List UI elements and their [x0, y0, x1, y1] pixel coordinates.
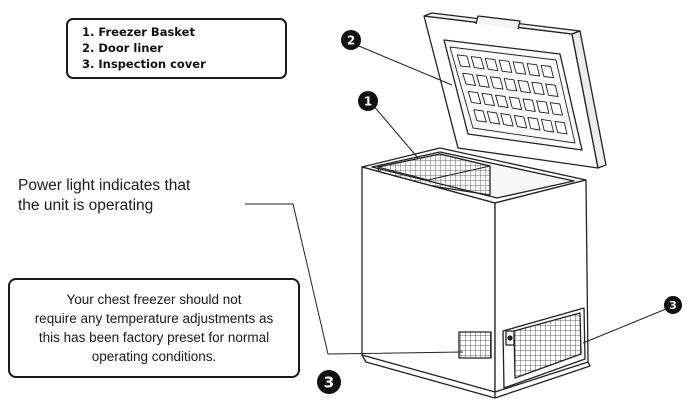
leader-line-2 [353, 43, 453, 86]
door-liner-cell [554, 120, 568, 135]
callout-circle-2: 2 [341, 30, 361, 50]
door-liner-cell [549, 102, 563, 116]
temperature-note-line-1: Your chest freezer should not [66, 292, 242, 307]
door-liner-cell [513, 115, 528, 129]
freezer-lid [423, 12, 607, 169]
leader-line-power [245, 203, 464, 355]
door-liner-cell [545, 83, 559, 97]
inspection-cover [502, 307, 586, 389]
callout-number-1: 1 [364, 95, 372, 109]
door-liner-cell [531, 81, 545, 96]
door-liner-cell [467, 90, 482, 105]
door-liner-cell [476, 74, 490, 88]
door-liner-cell [517, 79, 531, 94]
door-liner-cell [508, 96, 523, 110]
front-vent [458, 331, 492, 359]
door-liner-cell [512, 61, 527, 75]
door-liner-cell [470, 56, 485, 70]
temperature-note-box: Your chest freezer should not require an… [8, 278, 300, 378]
power-note-line-2: the unit is operating [18, 197, 154, 214]
door-liner-cell [495, 94, 509, 108]
door-liner-grid [456, 54, 568, 135]
leader-line-3-right [582, 308, 667, 344]
door-liner-cell [526, 63, 541, 77]
door-liner-cell [498, 59, 513, 73]
power-light-note: Power light indicates that the unit is o… [18, 176, 278, 216]
door-liner-cell [522, 98, 536, 112]
legend-item-freezer-basket: 1. Freezer Basket [82, 25, 195, 39]
legend-item-inspection-cover: 3. Inspection cover [82, 57, 206, 71]
door-liner-cell [540, 64, 554, 79]
door-liner-cell [536, 100, 550, 114]
power-note-line-1: Power light indicates that [18, 177, 191, 194]
callout-number-3-right: 3 [669, 299, 677, 312]
temperature-note-line-4: operating conditions. [91, 349, 217, 364]
door-liner-cell [484, 57, 499, 72]
temperature-note-line-2: require any temperature adjustments as [34, 311, 274, 326]
legend-item-door-liner: 2. Door liner [82, 41, 163, 55]
temperature-note-line-3: this has been factory preset for normal [38, 330, 270, 345]
callout-number-3-left: 3 [324, 374, 334, 392]
door-liner-cell [473, 109, 487, 123]
door-liner-cell [462, 72, 476, 86]
leader-line-1 [371, 103, 419, 159]
door-liner-cell [503, 78, 518, 92]
callout-circle-3-right: 3 [664, 296, 682, 314]
door-liner-cell [486, 111, 501, 125]
legend-box: 1. Freezer Basket 2. Door liner 3. Inspe… [66, 18, 287, 79]
door-liner-cell [489, 76, 504, 90]
door-liner-cell [540, 118, 555, 133]
door-liner-cell [456, 54, 471, 68]
door-liner-cell [481, 92, 495, 107]
door-liner-cell [500, 113, 514, 127]
callout-number-2: 2 [347, 34, 355, 48]
door-liner-cell [527, 117, 541, 131]
callout-circle-3-left: 3 [317, 370, 341, 394]
callout-circle-1: 1 [358, 91, 378, 111]
